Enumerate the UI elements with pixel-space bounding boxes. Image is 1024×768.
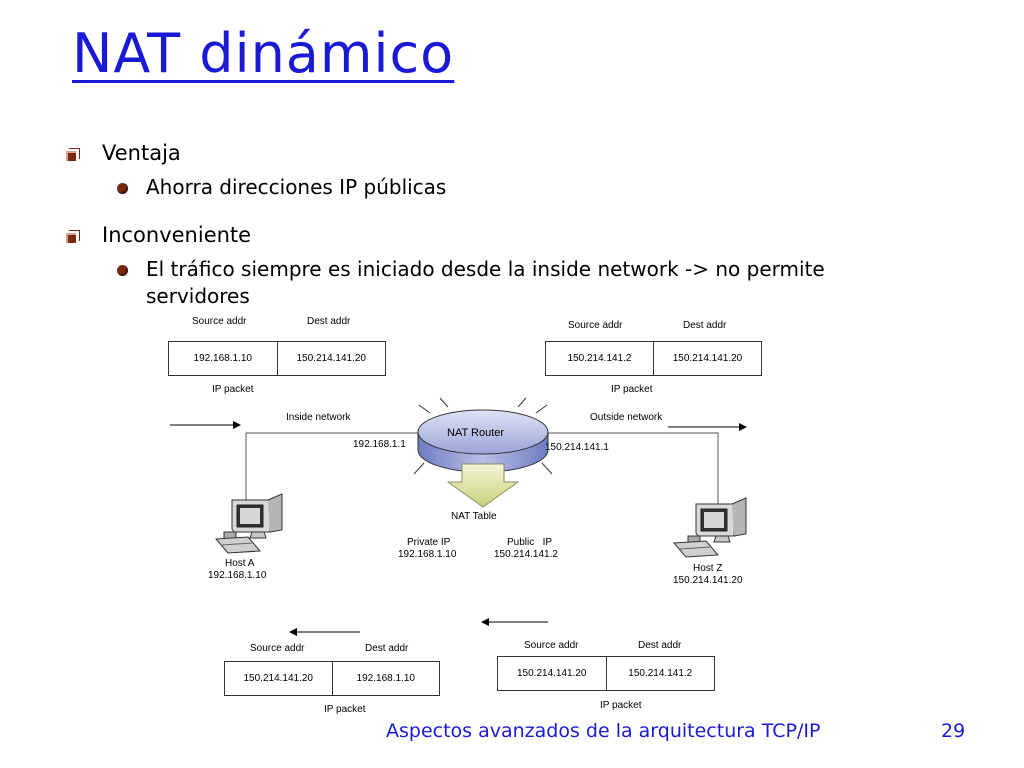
bullet-marker-icon (66, 148, 80, 161)
packet-bl-dest-header: Dest addr (365, 643, 409, 654)
host-a-name: Host A (225, 558, 255, 569)
sub-bullet-ventaja: Ahorra direcciones IP públicas (146, 175, 447, 199)
router-label: NAT Router (447, 427, 505, 439)
router-icon (413, 397, 553, 475)
packet-bl-source: 150.214.141.20 (243, 673, 313, 684)
sub-bullet-inconveniente-line1: El tráfico siempre es iniciado desde la … (146, 257, 825, 281)
nat-lookup-arrow-icon (446, 463, 520, 508)
packet-tl-caption: IP packet (212, 384, 254, 395)
bullet-inconveniente: Inconveniente (102, 223, 252, 247)
sub-bullet-inconveniente-line2: servidores (146, 284, 250, 308)
packet-tr-caption: IP packet (611, 384, 653, 395)
nat-table-public-ip: 150.214.141.2 (494, 549, 558, 560)
packet-tl-source-header: Source addr (192, 316, 247, 327)
outside-network-label: Outside network (590, 412, 663, 423)
nat-table-title: NAT Table (451, 511, 497, 522)
packet-bottom-right: 150.214.141.20 150.214.141.2 (497, 656, 715, 691)
nat-table-private-ip: 192.168.1.10 (398, 549, 457, 560)
outside-link (540, 432, 719, 505)
bullet-ventaja: Ventaja (102, 141, 181, 165)
packet-top-right: 150.214.141.2 150.214.141.20 (545, 341, 762, 376)
packet-bl-dest: 192.168.1.10 (331, 662, 440, 695)
host-a-ip: 192.168.1.10 (208, 570, 267, 581)
packet-tr-source-header: Source addr (568, 320, 623, 331)
packet-br-caption: IP packet (600, 700, 642, 711)
nat-table-public-header: Public IP (507, 537, 553, 548)
packet-tr-dest-header: Dest addr (683, 320, 727, 331)
host-z-computer-icon (672, 497, 747, 558)
packet-tr-dest: 150.214.141.20 (653, 342, 761, 375)
inside-link (245, 432, 425, 505)
packet-bottom-left: 150.214.141.20 192.168.1.10 (224, 661, 440, 696)
packet-br-dest: 150.214.141.2 (605, 657, 715, 690)
packet-tl-dest-header: Dest addr (307, 316, 351, 327)
packet-br-source: 150.214.141.20 (516, 668, 587, 679)
packet-br-source-header: Source addr (524, 640, 579, 651)
packet-bl-source-header: Source addr (250, 643, 305, 654)
sub-bullet-marker-icon (117, 265, 128, 276)
packet-top-left: 192.168.1.10 150.214.141.20 (168, 341, 386, 376)
packet-br-dest-header: Dest addr (638, 640, 682, 651)
host-z-ip: 150.214.141.20 (673, 575, 743, 586)
router-outside-ip: 150.214.141.1 (545, 442, 609, 453)
packet-bl-caption: IP packet (324, 704, 366, 715)
page-number: 29 (941, 720, 966, 742)
router-inside-ip: 192.168.1.1 (353, 439, 406, 450)
host-z-name: Host Z (693, 563, 723, 574)
sub-bullet-marker-icon (117, 183, 128, 194)
packet-tl-dest: 150.214.141.20 (276, 342, 386, 375)
host-a-computer-icon (214, 493, 283, 554)
nat-table-private-header: Private IP (407, 537, 451, 548)
slide-footer: Aspectos avanzados de la arquitectura TC… (386, 720, 821, 742)
packet-tl-source: 192.168.1.10 (193, 353, 252, 364)
slide-title: NAT dinámico (72, 22, 455, 85)
packet-tr-source: 150.214.141.2 (567, 353, 632, 364)
bullet-marker-icon (66, 230, 80, 243)
inside-network-label: Inside network (286, 412, 351, 423)
